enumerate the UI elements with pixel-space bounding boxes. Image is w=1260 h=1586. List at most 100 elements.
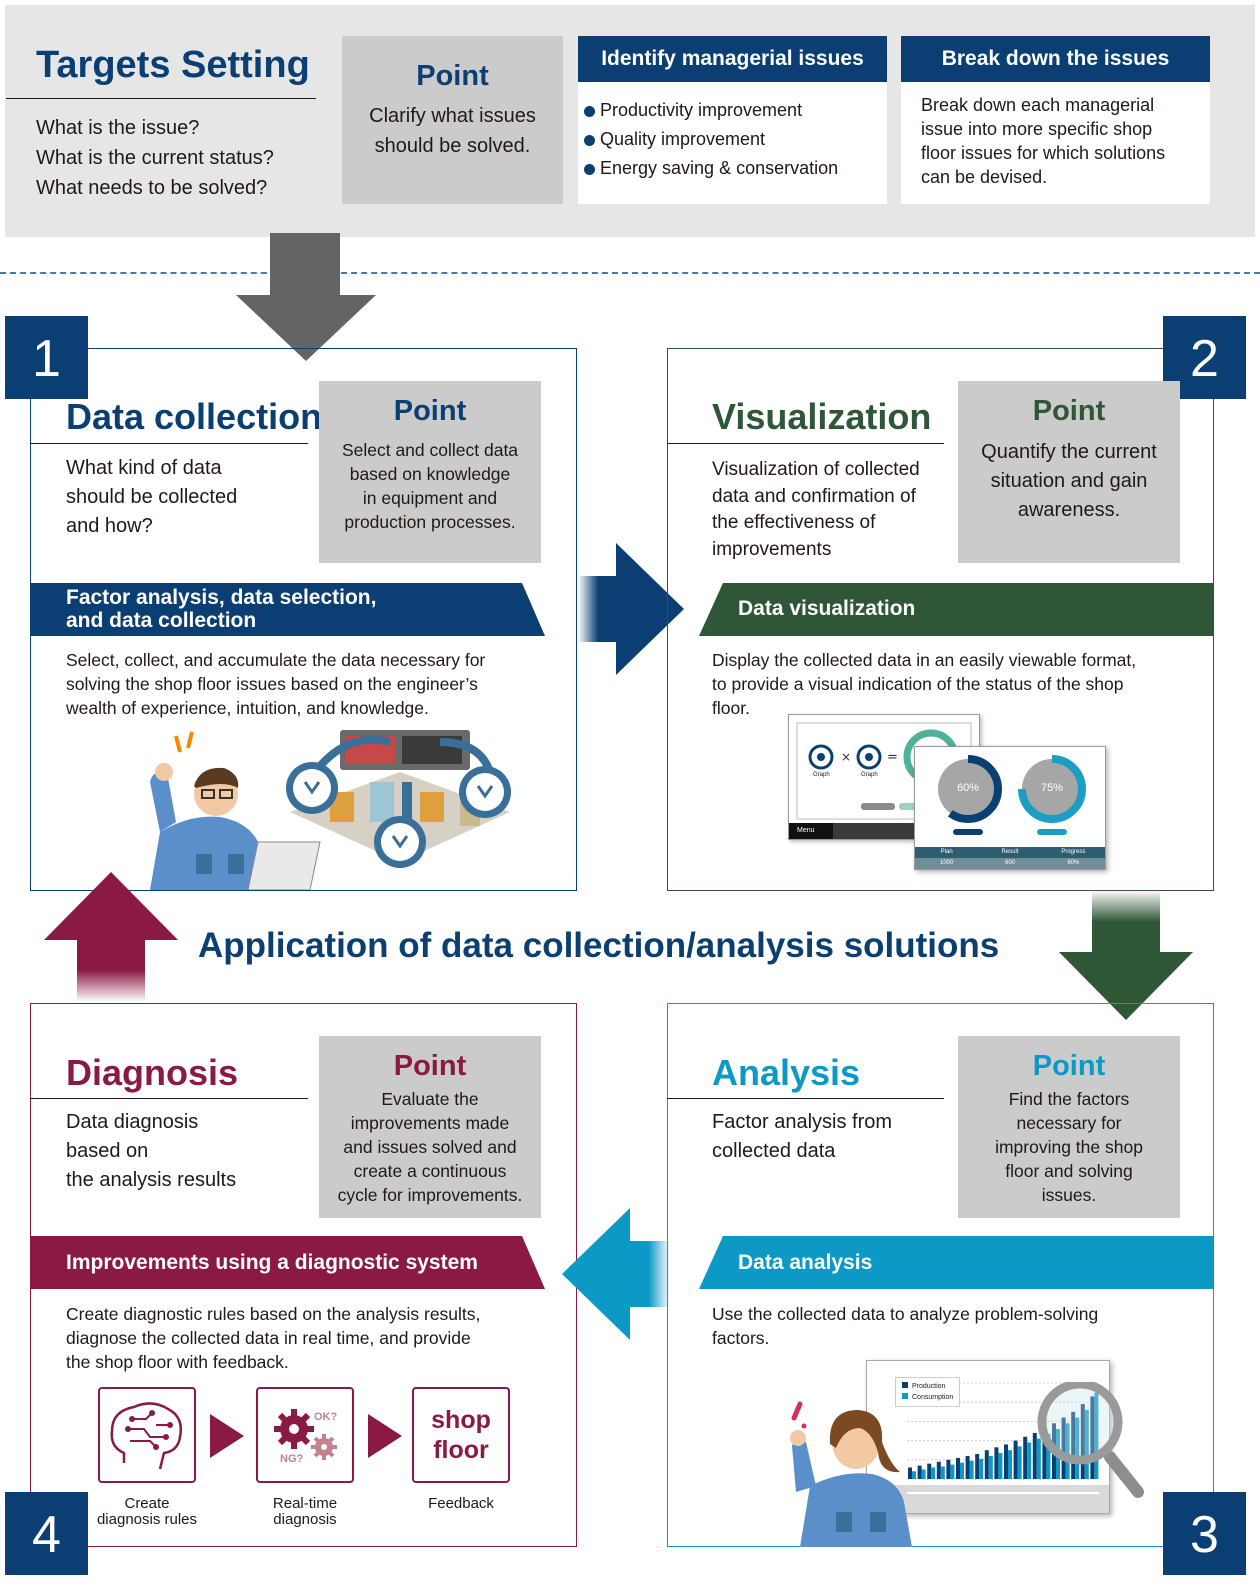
section-divider: [0, 272, 1260, 274]
analysis-banner-shape: [699, 1236, 1214, 1289]
production-bar: [956, 1457, 960, 1479]
production-bar: [984, 1450, 989, 1479]
analysis-title: Analysis: [712, 1052, 861, 1093]
consumption-bar: [1036, 1438, 1041, 1479]
lightbulb-icon: [286, 762, 338, 814]
question-1: What is the issue?: [36, 117, 200, 139]
consumption-bar: [940, 1466, 945, 1479]
consumption-bar: [1027, 1442, 1032, 1479]
production-bar: [1032, 1432, 1037, 1479]
title-rule: [667, 1098, 944, 1099]
down-arrow-icon: [236, 233, 376, 361]
production-bar: [1013, 1440, 1018, 1479]
center-title: Application of data collection/analysis …: [198, 926, 1000, 965]
analyst-person-icon: [790, 1401, 912, 1547]
diagnosis-title: Diagnosis: [66, 1052, 239, 1093]
analyst-illustration: [790, 1382, 1144, 1547]
brain-circuit-icon: [110, 1402, 182, 1470]
title-rule: [667, 443, 944, 444]
graph-label: Graph: [861, 772, 878, 778]
diagnosis-banner: Improvements using a diagnostic system: [66, 1251, 478, 1274]
question-2: What is the current status?: [36, 147, 274, 169]
menu-tab: Menu: [789, 823, 833, 839]
production-bar: [927, 1463, 932, 1479]
title-rule: [30, 1098, 308, 1099]
lightbulb-icon: [459, 766, 511, 818]
point-title: Point: [393, 1050, 467, 1082]
engineer-factory-illustration: [150, 730, 511, 890]
diagnosis-point-box: Point Evaluate the improvements made and…: [319, 1036, 541, 1218]
shop-floor-box: shop floor: [412, 1387, 510, 1483]
visualization-question: Visualization of collected data and conf…: [712, 459, 920, 560]
ng-label: NG?: [280, 1453, 304, 1465]
diagnosis-banner-shape: [30, 1236, 545, 1289]
identify-issues-list: Productivity improvement Quality improve…: [578, 82, 887, 183]
flow-label-feedback: Feedback: [428, 1495, 494, 1512]
gear-icon: [274, 1409, 337, 1460]
production-bar: [1061, 1417, 1066, 1479]
point-title: Point: [393, 395, 467, 427]
ok-label: OK?: [314, 1411, 338, 1423]
production-bar: [1004, 1444, 1008, 1479]
laptop-icon: [247, 841, 321, 890]
timeline-bar: [867, 1485, 1109, 1513]
diagnosis-description: Create diagnostic rules based on the ana…: [66, 1304, 481, 1372]
analysis-banner: Data analysis: [738, 1251, 873, 1274]
breakdown-text: Break down each managerial issue into mo…: [921, 95, 1166, 187]
consumption-bar: [979, 1458, 984, 1479]
analysis-question: Factor analysis from collected data: [712, 1111, 893, 1162]
flow-label-create: Create diagnosis rules: [96, 1495, 198, 1528]
list-item: Quality improvement: [584, 125, 887, 154]
point-text: Clarify what issues should be solved.: [369, 105, 536, 157]
list-item: Energy saving & conservation: [584, 154, 887, 183]
visualization-banner: Data visualization: [738, 597, 916, 620]
consumption-bar: [921, 1469, 926, 1479]
breakdown-issues-header: Break down the issues: [901, 36, 1210, 82]
question-3: What needs to be solved?: [36, 177, 268, 199]
list-item: Productivity improvement: [584, 96, 887, 125]
consumption-bar: [950, 1464, 955, 1479]
point-text: Select and collect data based on knowled…: [341, 440, 519, 532]
chart-legend: Production Consumption: [895, 1377, 961, 1407]
production-bar: [908, 1467, 912, 1479]
consumption-bar: [988, 1455, 993, 1479]
data-collection-question: What kind of data should be collected an…: [66, 457, 238, 537]
breakdown-issues-box: Break down the issues Break down each ma…: [901, 36, 1210, 204]
step-number-1: 1: [5, 316, 88, 399]
data-collection-banner-shape: [30, 583, 545, 636]
point-text: Quantify the current situation and gain …: [981, 441, 1157, 521]
step-number-4: 4: [5, 1492, 88, 1575]
production-bar: [936, 1461, 941, 1479]
step-number-3: 3: [1163, 1492, 1246, 1575]
consumption-bar: [1084, 1409, 1089, 1479]
create-rules-box: [98, 1387, 196, 1483]
magnifier-icon: [1037, 1382, 1144, 1498]
table-row: 1000 600 60%: [915, 858, 1105, 869]
consumption-bar: [1065, 1423, 1070, 1479]
right-arrow-icon: [578, 543, 684, 675]
visualization-point-box: Point Quantify the current situation and…: [958, 381, 1180, 563]
consumption-bar: [960, 1462, 964, 1479]
visualization-title: Visualization: [712, 396, 932, 437]
legend-production: Production: [902, 1381, 953, 1392]
dashboard-screen-front: 60% 75% Plan Result Progress 1000 600 60…: [914, 746, 1106, 870]
point-title: Point: [1032, 1050, 1106, 1082]
production-bar: [975, 1454, 980, 1479]
up-arrow-icon: [44, 872, 178, 1002]
consumption-bar: [931, 1467, 936, 1479]
bar-chart: [867, 1382, 1109, 1513]
diagnosis-question: Data diagnosis based on the analysis res…: [66, 1111, 237, 1191]
point-title: Point: [416, 60, 489, 92]
production-bar: [1042, 1429, 1047, 1479]
realtime-diagnosis-box: OK? NG?: [256, 1387, 354, 1483]
production-bar: [1090, 1396, 1095, 1479]
flow-arrow-icon: [368, 1414, 402, 1458]
title-rule: [30, 443, 308, 444]
production-bar: [917, 1465, 922, 1479]
identify-issues-box: Identify managerial issues Productivity …: [578, 36, 887, 204]
step-number-2: 2: [1163, 316, 1246, 399]
engineer-person-icon: [150, 731, 321, 890]
production-bar: [994, 1447, 999, 1479]
production-bar: [946, 1459, 951, 1479]
analysis-point-box: Point Find the factors necessary for imp…: [958, 1036, 1180, 1218]
